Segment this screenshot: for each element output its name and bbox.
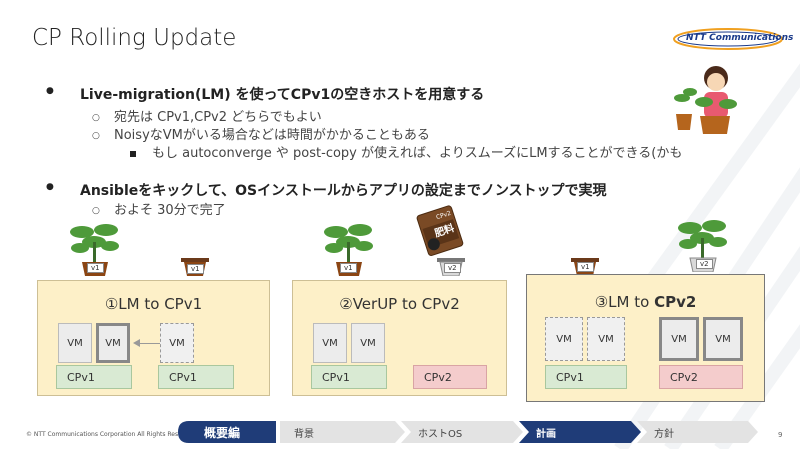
vm-box-migrated: VM (659, 317, 699, 361)
bullet-1-2: ○NoisyなVMがいる場合などは時間がかかることもある (92, 128, 430, 143)
pot-tag-v2: v2 (696, 259, 713, 269)
bullet-2-1-text: およそ 30分で完了 (114, 203, 226, 218)
panel-title: ①LM to CPv1 (104, 295, 203, 313)
bullet-2-1: ○およそ 30分で完了 (92, 203, 226, 218)
vm-box-migrated: VM (703, 317, 743, 361)
logo-text: NTT Communications (686, 33, 794, 43)
vm-box: VM (313, 323, 347, 363)
arrow-left-icon (133, 339, 140, 347)
ntt-logo: NTT Communications (672, 27, 793, 51)
host-cpv1: CPv1 (158, 365, 234, 389)
nav-item-background[interactable]: 背景 (294, 428, 314, 440)
migration-arrow (138, 343, 160, 344)
bullet-1-1-text: 宛先は CPv1,CPv2 どちらでもよい (114, 110, 322, 125)
panel-verup-to-cpv2: ②VerUP to CPv2 VM VM CPv1 CPv2 (292, 280, 507, 396)
nav-item-overview[interactable]: 概要編 (204, 425, 241, 440)
bullet-1-2-1-text: もし autoconverge や post-copy が使えれば、よりスムーズ… (152, 146, 683, 161)
bullet-1-text: Live-migration(LM) を使ってCPv1の空きホストを用意する (80, 87, 485, 103)
nav-item-plan[interactable]: 計画 (536, 428, 556, 440)
pot-tag-v1: v1 (577, 262, 594, 272)
nav-item-host-os[interactable]: ホストOS (418, 428, 463, 440)
host-cpv1: CPv1 (545, 365, 627, 389)
fertilizer-bag-icon (416, 205, 464, 256)
bullet-2-text: Ansibleをキックして、OSインストールからアプリの設定までノンストップで実… (80, 183, 607, 199)
panel-title-bold: CPv2 (654, 293, 697, 311)
bullet-1-2-text: NoisyなVMがいる場合などは時間がかかることもある (114, 128, 430, 143)
host-cpv1: CPv1 (56, 365, 132, 389)
section-nav: 概要編 背景 ホストOS 計画 方針 (0, 421, 800, 443)
vm-box-source: VM (160, 323, 194, 363)
bullet-1-1: ○宛先は CPv1,CPv2 どちらでもよい (92, 110, 322, 125)
host-cpv1: CPv1 (311, 365, 387, 389)
slide-title: CP Rolling Update (32, 25, 237, 51)
nav-item-policy[interactable]: 方針 (654, 428, 674, 440)
vm-box-source: VM (587, 317, 625, 361)
copyright-text: © NTT Communications Corporation All Rig… (26, 431, 198, 438)
pot-tag-v1: v1 (340, 263, 357, 273)
panel-title-prefix: ③LM to (594, 293, 655, 311)
pot-tag-v1: v1 (187, 264, 204, 274)
vm-box: VM (351, 323, 385, 363)
bullet-1-2-1: もし autoconverge や post-copy が使えれば、よりスムーズ… (130, 142, 682, 161)
panel-title: ③LM to CPv2 (527, 293, 764, 311)
page-number: 9 (778, 431, 783, 439)
pot-tag-v1: v1 (87, 263, 104, 273)
vm-box-source: VM (545, 317, 583, 361)
panel-title: ②VerUP to CPv2 (339, 295, 460, 313)
host-cpv2: CPv2 (659, 365, 743, 389)
panel-lm-to-cpv1: ①LM to CPv1 VM VM VM CPv1 CPv1 (37, 280, 270, 396)
vm-box: VM (58, 323, 92, 363)
pot-tag-v2: v2 (444, 263, 461, 273)
gardener-illustration (674, 66, 737, 134)
nav-arrows (178, 421, 758, 443)
host-cpv2: CPv2 (413, 365, 487, 389)
vm-box-migrating: VM (96, 323, 130, 363)
panel-lm-to-cpv2: ③LM to CPv2 VM VM VM VM CPv1 CPv2 (526, 274, 765, 402)
